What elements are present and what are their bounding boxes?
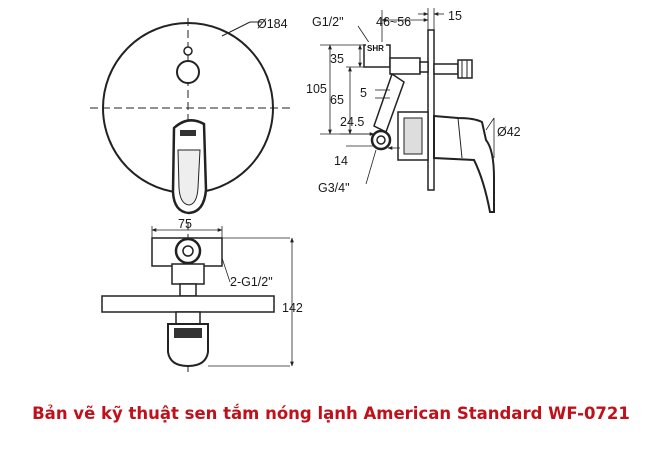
handle-diameter-label: Ø42 — [497, 125, 521, 139]
side-handle — [433, 114, 495, 213]
drawing-caption: Bản vẽ kỹ thuật sen tắm nóng lạnh Americ… — [32, 404, 630, 423]
top-plate — [101, 295, 275, 313]
diverter-knob — [176, 60, 200, 84]
diverter-stem — [433, 63, 459, 75]
total-height-label: 142 — [282, 301, 303, 315]
plate-offset-label: 15 — [448, 9, 462, 23]
plate-diameter-label: Ø184 — [257, 17, 288, 31]
dim-65-label: 65 — [330, 93, 344, 107]
dim-14-label: 14 — [334, 154, 348, 168]
front-view — [90, 18, 290, 215]
top-view — [101, 222, 294, 372]
dim-24-5-label: 24.5 — [340, 115, 364, 129]
leader-bottom-threads — [221, 257, 231, 283]
brand-mark-box — [366, 42, 386, 52]
dim-105-label: 105 — [306, 82, 327, 96]
outlet-thread-label: G3/4" — [318, 181, 350, 195]
depth-range-label: 46~56 — [376, 15, 411, 29]
body-width-label: 75 — [178, 217, 192, 231]
dim-5-label: 5 — [360, 86, 367, 100]
bottom-threads-label: 2-G1/2" — [230, 275, 273, 289]
side-view — [320, 8, 495, 213]
diverter-pin — [183, 46, 193, 56]
dim-leader-plate — [221, 21, 251, 37]
inlet-thread-label: G1/2" — [312, 15, 344, 29]
brand-mark: SHR — [367, 44, 384, 53]
side-cover-plate — [427, 29, 435, 191]
leader-outlet-thread — [365, 149, 377, 185]
leader-inlet-thread — [357, 25, 371, 45]
dim-35-label: 35 — [330, 52, 344, 66]
